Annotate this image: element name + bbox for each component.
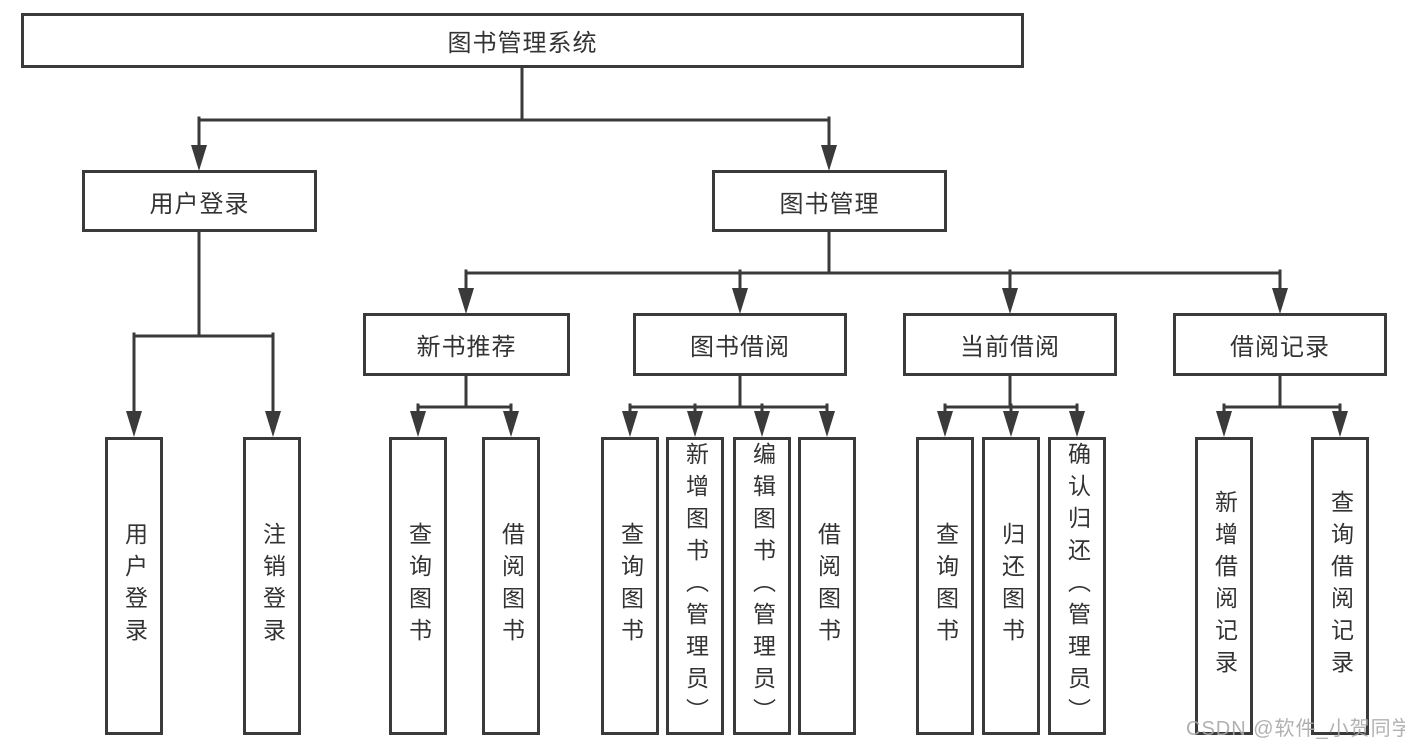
arrowhead — [191, 145, 207, 171]
leaf-borrow-books-label: 借阅图书 — [814, 522, 841, 650]
arrowhead — [458, 288, 474, 314]
arrowhead — [687, 411, 703, 437]
leaf-recommend-borrow-books: 借阅图书 — [482, 437, 540, 735]
leaf-recommend-query-books-label: 查询图书 — [405, 522, 432, 650]
node-root-label: 图书管理系统 — [447, 30, 598, 57]
arrowhead — [754, 411, 770, 437]
node-current-borrow: 当前借阅 — [903, 313, 1117, 376]
node-book-borrow-label: 图书借阅 — [690, 334, 790, 361]
leaf-add-book-admin: 新增图书（管理员） — [666, 437, 724, 735]
leaf-current-query-books-label: 查询图书 — [932, 522, 959, 650]
arrowheads — [126, 145, 1348, 437]
leaf-recommend-query-books: 查询图书 — [389, 437, 447, 735]
connector-current-borrow — [943, 374, 1079, 418]
node-current-borrow-label: 当前借阅 — [960, 334, 1060, 361]
leaf-logout: 注销登录 — [243, 437, 301, 735]
arrowhead — [410, 411, 426, 437]
watermark: CSDN @软件_小贺同学 — [1186, 718, 1405, 740]
leaf-current-query-books: 查询图书 — [916, 437, 974, 735]
node-book-management-label: 图书管理 — [779, 190, 880, 218]
leaf-logout-label: 注销登录 — [259, 522, 286, 650]
leaf-return-books: 归还图书 — [982, 437, 1040, 735]
node-root: 图书管理系统 — [21, 13, 1024, 68]
leaf-return-books-label: 归还图书 — [998, 522, 1025, 650]
connector-borrow-records — [1222, 374, 1342, 418]
node-user-login-label: 用户登录 — [149, 190, 250, 218]
leaf-add-borrow-record: 新增借阅记录 — [1195, 437, 1253, 735]
node-new-book-recommend-label: 新书推荐 — [416, 334, 517, 361]
leaf-user-login: 用户登录 — [105, 437, 163, 735]
arrowhead — [819, 411, 835, 437]
connector-user-login — [132, 230, 275, 416]
arrowhead — [1002, 288, 1018, 314]
arrowhead — [1003, 411, 1019, 437]
node-user-login: 用户登录 — [82, 170, 317, 232]
leaf-add-borrow-record-label: 新增借阅记录 — [1211, 490, 1238, 682]
arrowhead — [937, 411, 953, 437]
leaf-borrow-query-books: 查询图书 — [601, 437, 659, 735]
leaf-confirm-return-admin: 确认归还（管理员） — [1048, 437, 1106, 735]
leaf-query-borrow-record-label: 查询借阅记录 — [1327, 490, 1354, 682]
connector-book-management — [464, 230, 1282, 294]
arrowhead — [126, 411, 142, 437]
leaf-borrow-query-books-label: 查询图书 — [617, 522, 644, 650]
arrowhead — [1216, 411, 1232, 437]
arrowhead — [265, 411, 281, 437]
arrowhead — [622, 411, 638, 437]
arrowhead — [821, 145, 837, 171]
leaf-recommend-borrow-books-label: 借阅图书 — [498, 522, 525, 650]
leaf-user-login-label: 用户登录 — [121, 522, 148, 650]
node-borrow-records: 借阅记录 — [1173, 313, 1387, 376]
leaf-query-borrow-record: 查询借阅记录 — [1311, 437, 1369, 735]
node-new-book-recommend: 新书推荐 — [363, 313, 570, 376]
arrowhead — [503, 411, 519, 437]
leaf-edit-book-admin: 编辑图书（管理员） — [733, 437, 791, 735]
node-book-borrow: 图书借阅 — [633, 313, 847, 376]
arrowhead — [1332, 411, 1348, 437]
connector-root — [197, 66, 831, 152]
connector-new-book-recommend — [416, 374, 513, 418]
arrowhead — [732, 288, 748, 314]
connector-book-borrow — [628, 374, 829, 418]
node-book-management: 图书管理 — [712, 170, 947, 232]
leaf-edit-book-admin-label: 编辑图书（管理员） — [749, 442, 776, 730]
arrowhead — [1069, 411, 1085, 437]
leaf-borrow-books: 借阅图书 — [798, 437, 856, 735]
leaf-add-book-admin-label: 新增图书（管理员） — [682, 442, 709, 730]
node-borrow-records-label: 借阅记录 — [1230, 334, 1330, 361]
arrowhead — [1272, 288, 1288, 314]
leaf-confirm-return-admin-label: 确认归还（管理员） — [1064, 442, 1091, 730]
